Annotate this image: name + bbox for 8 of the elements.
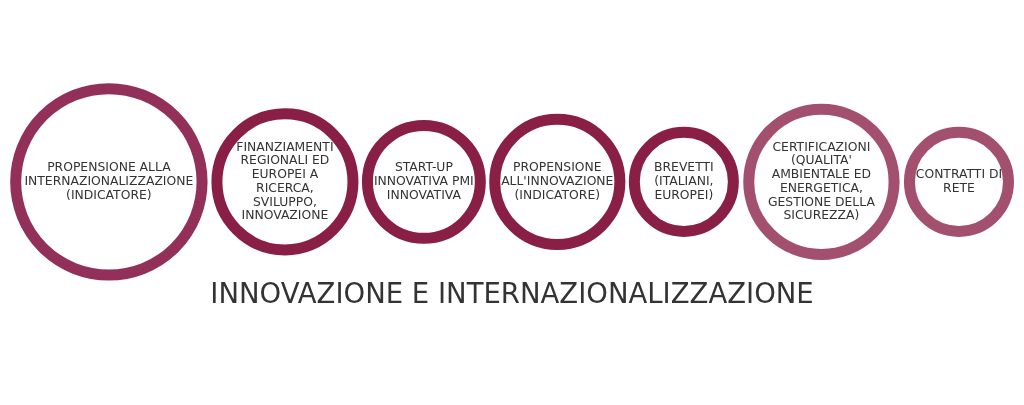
node-circle: PROPENSIONE ALL'INNOVAZIONE (INDICATORE) [489, 113, 626, 250]
node-circle: START-UP INNOVATIVA PMI INNOVATIVA [361, 119, 486, 244]
diagram-title: INNOVAZIONE E INTERNAZIONALIZZAZIONE [210, 276, 814, 309]
node-circle: PROPENSIONE ALLA INTERNAZIONALIZZAZIONE (INDICATORE) [10, 83, 208, 281]
node-circle: CERTIFICAZIONI (QUALITA' AMBIENTALE ED ENERGETICA, GESTIONE DELLA SICUREZZA) [743, 103, 900, 261]
node-circle: FINANZIAMENTI REGIONALI ED EUROPEI A RICERCA, SVILUPPO, INNOVAZIONE [211, 108, 359, 256]
node-circle: CONTRATTI DI RETE [903, 126, 1014, 237]
node-circle: BREVETTI (ITALIANI, EUROPEI) [628, 126, 739, 237]
